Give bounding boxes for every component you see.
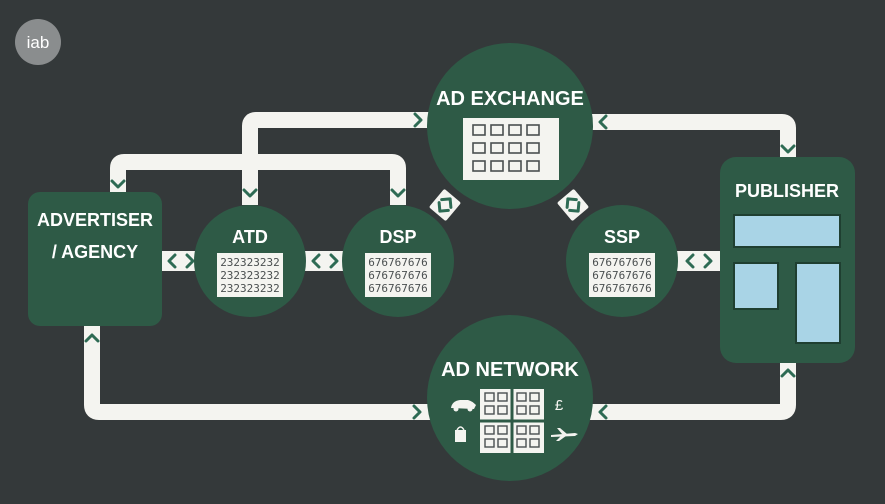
double-arrow-icon — [167, 253, 195, 269]
webpage-layout-icon — [733, 214, 841, 344]
logo-text: iab — [27, 33, 50, 52]
link-atd-dsp — [302, 251, 348, 271]
double-arrow-icon — [437, 197, 453, 213]
arrow-right-icon — [413, 112, 423, 128]
ssp-digits-row: 676767676 — [592, 269, 652, 282]
connector-atd-exchange — [242, 112, 440, 205]
exchange-grid-icon — [463, 118, 559, 180]
atd-digits-row: 232323232 — [220, 256, 280, 269]
arrow-right-icon — [412, 404, 422, 420]
iab-logo: iab — [15, 19, 61, 65]
pound-icon: £ — [555, 397, 564, 414]
arrow-down-icon — [110, 179, 126, 189]
double-arrow-icon — [565, 197, 581, 213]
dsp-digits-row: 676767676 — [368, 269, 428, 282]
atd-node: ATD 232323232 232323232 232323232 — [194, 205, 306, 317]
link-dsp-exchange — [429, 189, 461, 221]
dsp-digits-row: 676767676 — [368, 282, 428, 295]
link-ssp-publisher — [675, 251, 725, 271]
publisher-node: PUBLISHER — [720, 157, 855, 363]
bi-links — [160, 189, 725, 271]
shopping-bag-icon — [455, 426, 466, 442]
atd-digits-row: 232323232 — [220, 282, 280, 295]
link-exchange-ssp — [557, 189, 589, 221]
arrow-down-icon — [390, 188, 406, 198]
ssp-label: SSP — [604, 227, 640, 247]
network-grid-icon — [480, 389, 544, 453]
car-icon — [451, 400, 476, 412]
link-advertiser-atd — [160, 251, 202, 271]
ad-network-label: AD NETWORK — [441, 359, 579, 381]
dsp-node: DSP 676767676 676767676 676767676 — [342, 205, 454, 317]
airplane-icon — [551, 428, 578, 441]
atd-label: ATD — [232, 227, 268, 247]
arrow-down-icon — [780, 144, 796, 154]
ssp-digits-row: 676767676 — [592, 256, 652, 269]
advertiser-label-line2: / AGENCY — [52, 242, 138, 262]
dsp-label: DSP — [379, 227, 416, 247]
double-arrow-icon — [685, 253, 713, 269]
ad-exchange-node: AD EXCHANGE — [427, 43, 593, 209]
connectors — [84, 112, 796, 420]
arrows — [84, 112, 796, 420]
connector-exchange-publisher — [588, 114, 796, 162]
arrow-up-icon — [84, 333, 100, 343]
advertiser-node: ADVERTISER / AGENCY — [28, 192, 162, 326]
ssp-digits-row: 676767676 — [592, 282, 652, 295]
ssp-node: SSP 676767676 676767676 676767676 — [566, 205, 678, 317]
publisher-label: PUBLISHER — [735, 181, 839, 201]
double-arrow-icon — [311, 253, 339, 269]
arrow-down-icon — [242, 188, 258, 198]
connector-advertiser-network — [84, 325, 435, 420]
dsp-digits-row: 676767676 — [368, 256, 428, 269]
arrow-left-icon — [598, 404, 608, 420]
advertiser-label-line1: ADVERTISER — [37, 210, 153, 230]
connector-publisher-network — [590, 360, 796, 420]
ad-network-node: AD NETWORK — [427, 315, 593, 481]
arrow-up-icon — [780, 368, 796, 378]
connector-advertiser-dsp — [110, 154, 406, 205]
atd-digits-row: 232323232 — [220, 269, 280, 282]
ad-exchange-label: AD EXCHANGE — [436, 88, 584, 110]
arrow-left-icon — [598, 114, 608, 130]
